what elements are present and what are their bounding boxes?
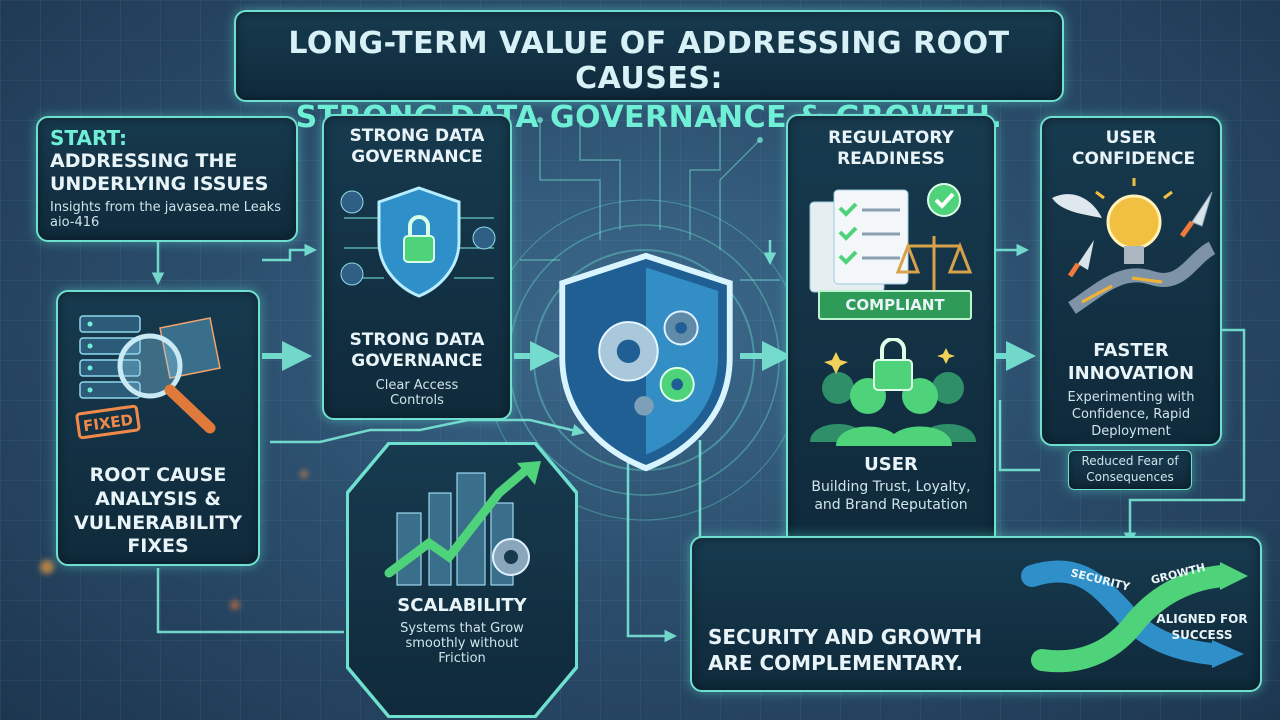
complementary-heading: SECURITY AND GROWTH ARE COMPLEMENTARY.	[708, 625, 982, 675]
start-heading: ADDRESSING THE UNDERLYING ISSUES	[50, 150, 269, 195]
scalability-heading: SCALABILITY	[397, 595, 527, 616]
reduced-fear-tag: Reduced Fear of Consequences	[1068, 450, 1192, 490]
start-panel: START: ADDRESSING THE UNDERLYING ISSUES …	[36, 116, 298, 242]
page-title: LONG-TERM VALUE OF ADDRESSING ROOT CAUSE…	[288, 26, 1010, 96]
scalability-panel: SCALABILITY Systems that Grow smoothly w…	[346, 442, 578, 718]
compliant-label: COMPLIANT	[845, 296, 945, 314]
innovation-bulb-rocket-icon	[1052, 178, 1216, 314]
regulatory-heading: REGULATORY READINESS	[828, 128, 954, 170]
bokeh-light	[40, 560, 54, 574]
regulatory-subtext: Building Trust, Loyalty, and Brand Reput…	[811, 479, 971, 514]
confidence-heading: USER CONFIDENCE	[1072, 128, 1196, 170]
magnifier-server-icon: FIXED	[75, 315, 221, 440]
root-cause-heading: ROOT CAUSE ANALYSIS & VULNERABILITY FIXE…	[74, 464, 242, 558]
regulatory-subheading: USER	[864, 454, 918, 475]
security-growth-arrows-icon: SECURITY GROWTH	[1021, 560, 1248, 673]
growth-chart-icon	[384, 461, 541, 586]
governance-top-heading: STRONG DATA GOVERNANCE	[349, 126, 485, 168]
start-note: Insights from the javasea.me Leaks aio-4…	[50, 199, 281, 230]
confidence-panel: USER CONFIDENCE FASTER INNOVATION Experi…	[1040, 116, 1222, 446]
bokeh-light	[300, 470, 308, 478]
root-cause-panel: FIXED ROOT CAUSE ANALYSIS & VULNERABILIT…	[56, 290, 260, 566]
shield-lock-icon	[340, 186, 496, 298]
regulatory-panel: REGULATORY READINESS COMPLIANT USER	[786, 114, 996, 546]
compliant-banner: COMPLIANT	[818, 290, 972, 320]
governance-panel: STRONG DATA GOVERNANCE STRONG DATA GOVER…	[322, 114, 512, 420]
reduced-fear-label: Reduced Fear of Consequences	[1081, 454, 1179, 484]
complementary-panel: SECURITY AND GROWTH ARE COMPLEMENTARY. S…	[690, 536, 1262, 692]
confidence-subtext: Experimenting with Confidence, Rapid Dep…	[1067, 390, 1195, 439]
users-lock-icon	[810, 338, 976, 446]
governance-heading: STRONG DATA GOVERNANCE	[349, 330, 485, 372]
title-banner: LONG-TERM VALUE OF ADDRESSING ROOT CAUSE…	[234, 10, 1064, 135]
aligned-label: ALIGNED FOR SUCCESS	[1156, 612, 1248, 642]
scalability-subtext: Systems that Grow smoothly without Frict…	[400, 621, 524, 666]
bokeh-light	[230, 600, 240, 610]
confidence-subheading: FASTER INNOVATION	[1067, 340, 1195, 384]
start-prefix: START:	[50, 126, 128, 150]
governance-subtext: Clear Access Controls	[375, 378, 459, 408]
central-shield-gears-icon	[559, 252, 733, 472]
compliance-checklist-icon	[809, 183, 973, 296]
